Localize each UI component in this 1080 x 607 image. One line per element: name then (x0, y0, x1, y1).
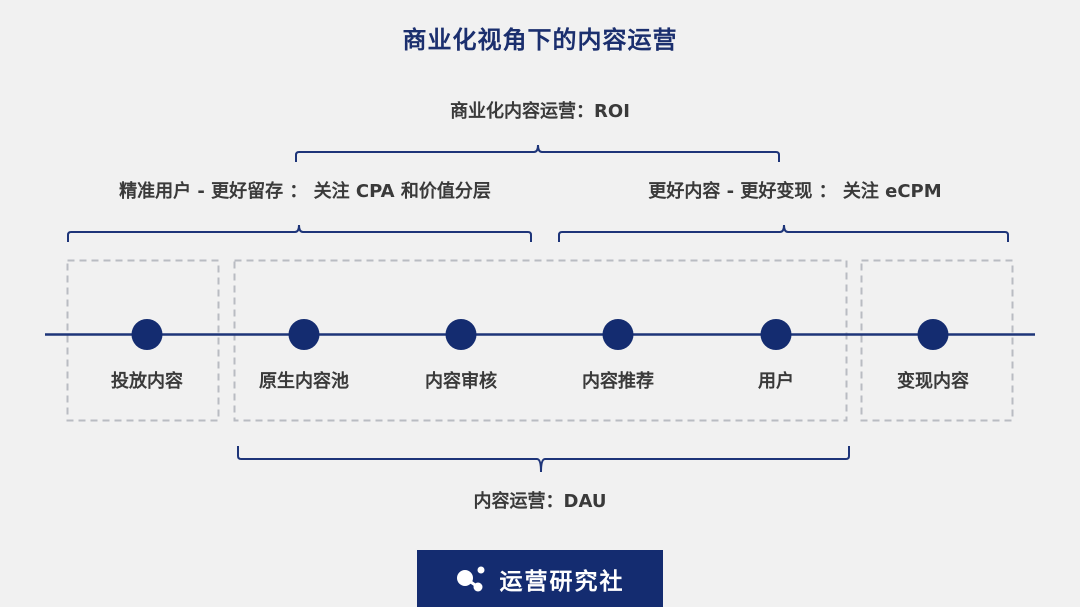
stage-box-acquisition (66, 259, 220, 422)
timeline-node-dot (917, 319, 949, 350)
timeline-node-label: 投放内容 (111, 371, 183, 392)
timeline-node-label: 内容推荐 (582, 371, 654, 392)
timeline-node-dot (131, 319, 163, 350)
right-bracket (558, 224, 1009, 242)
left-bracket-label: 精准用户 - 更好留存 ： 关注 CPA 和价值分层 (119, 181, 491, 202)
timeline-node-label: 用户 (758, 371, 794, 392)
timeline-node-label: 内容审核 (425, 371, 497, 392)
timeline-node-dot (760, 319, 792, 350)
bottom-bracket-label: 内容运营：DAU (473, 491, 607, 512)
right-bracket-label: 更好内容 - 更好变现 ： 关注 eCPM (648, 181, 942, 202)
timeline-node-label: 原生内容池 (259, 371, 349, 392)
timeline-node-dot (288, 319, 320, 350)
stage-box-content-ops (233, 259, 848, 422)
timeline-node-label: 变现内容 (897, 371, 969, 392)
brand-logo: 运营研究社 (417, 550, 663, 607)
bottom-bracket (237, 446, 850, 473)
stage-box-monetization (860, 259, 1014, 422)
timeline-node-dot (602, 319, 634, 350)
top-bracket-label: 商业化内容运营：ROI (450, 101, 630, 122)
top-bracket (295, 144, 780, 162)
molecule-icon (456, 566, 484, 591)
timeline-node-dot (445, 319, 477, 350)
brand-name: 运营研究社 (499, 568, 625, 595)
left-bracket (67, 224, 532, 242)
page-title: 商业化视角下的内容运营 (402, 26, 678, 54)
